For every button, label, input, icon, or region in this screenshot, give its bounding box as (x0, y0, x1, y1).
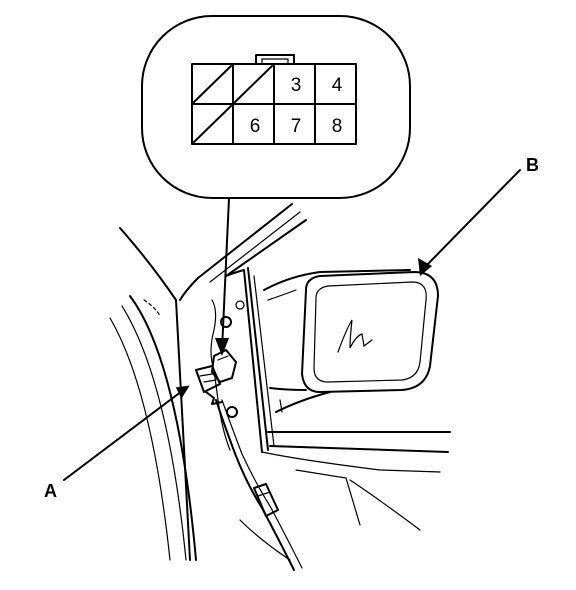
callout-a: A (44, 385, 190, 501)
empty-cavity-2 (234, 65, 273, 103)
callout-b-label: B (526, 155, 539, 175)
mirror-glass (313, 281, 427, 383)
callout-b: B (418, 155, 539, 276)
callout-a-label: A (44, 481, 57, 501)
pin-7: 7 (291, 116, 302, 137)
mirror-connector (195, 349, 237, 405)
mirror-housing (301, 271, 439, 393)
door-mirror-assembly (263, 269, 439, 413)
empty-cavity-1 (193, 65, 232, 103)
pin-4: 4 (332, 75, 343, 96)
empty-cavity-5 (193, 105, 232, 143)
pin-6: 6 (250, 116, 261, 137)
detail-leader-arrow (215, 197, 230, 356)
wire-harness (215, 399, 303, 571)
connector-face: 3 4 6 7 8 (191, 54, 357, 145)
pin-8: 8 (332, 116, 343, 137)
connector-detail-bubble: 3 4 6 7 8 (141, 15, 411, 199)
door-frame (109, 203, 451, 561)
pin-3: 3 (291, 75, 302, 96)
